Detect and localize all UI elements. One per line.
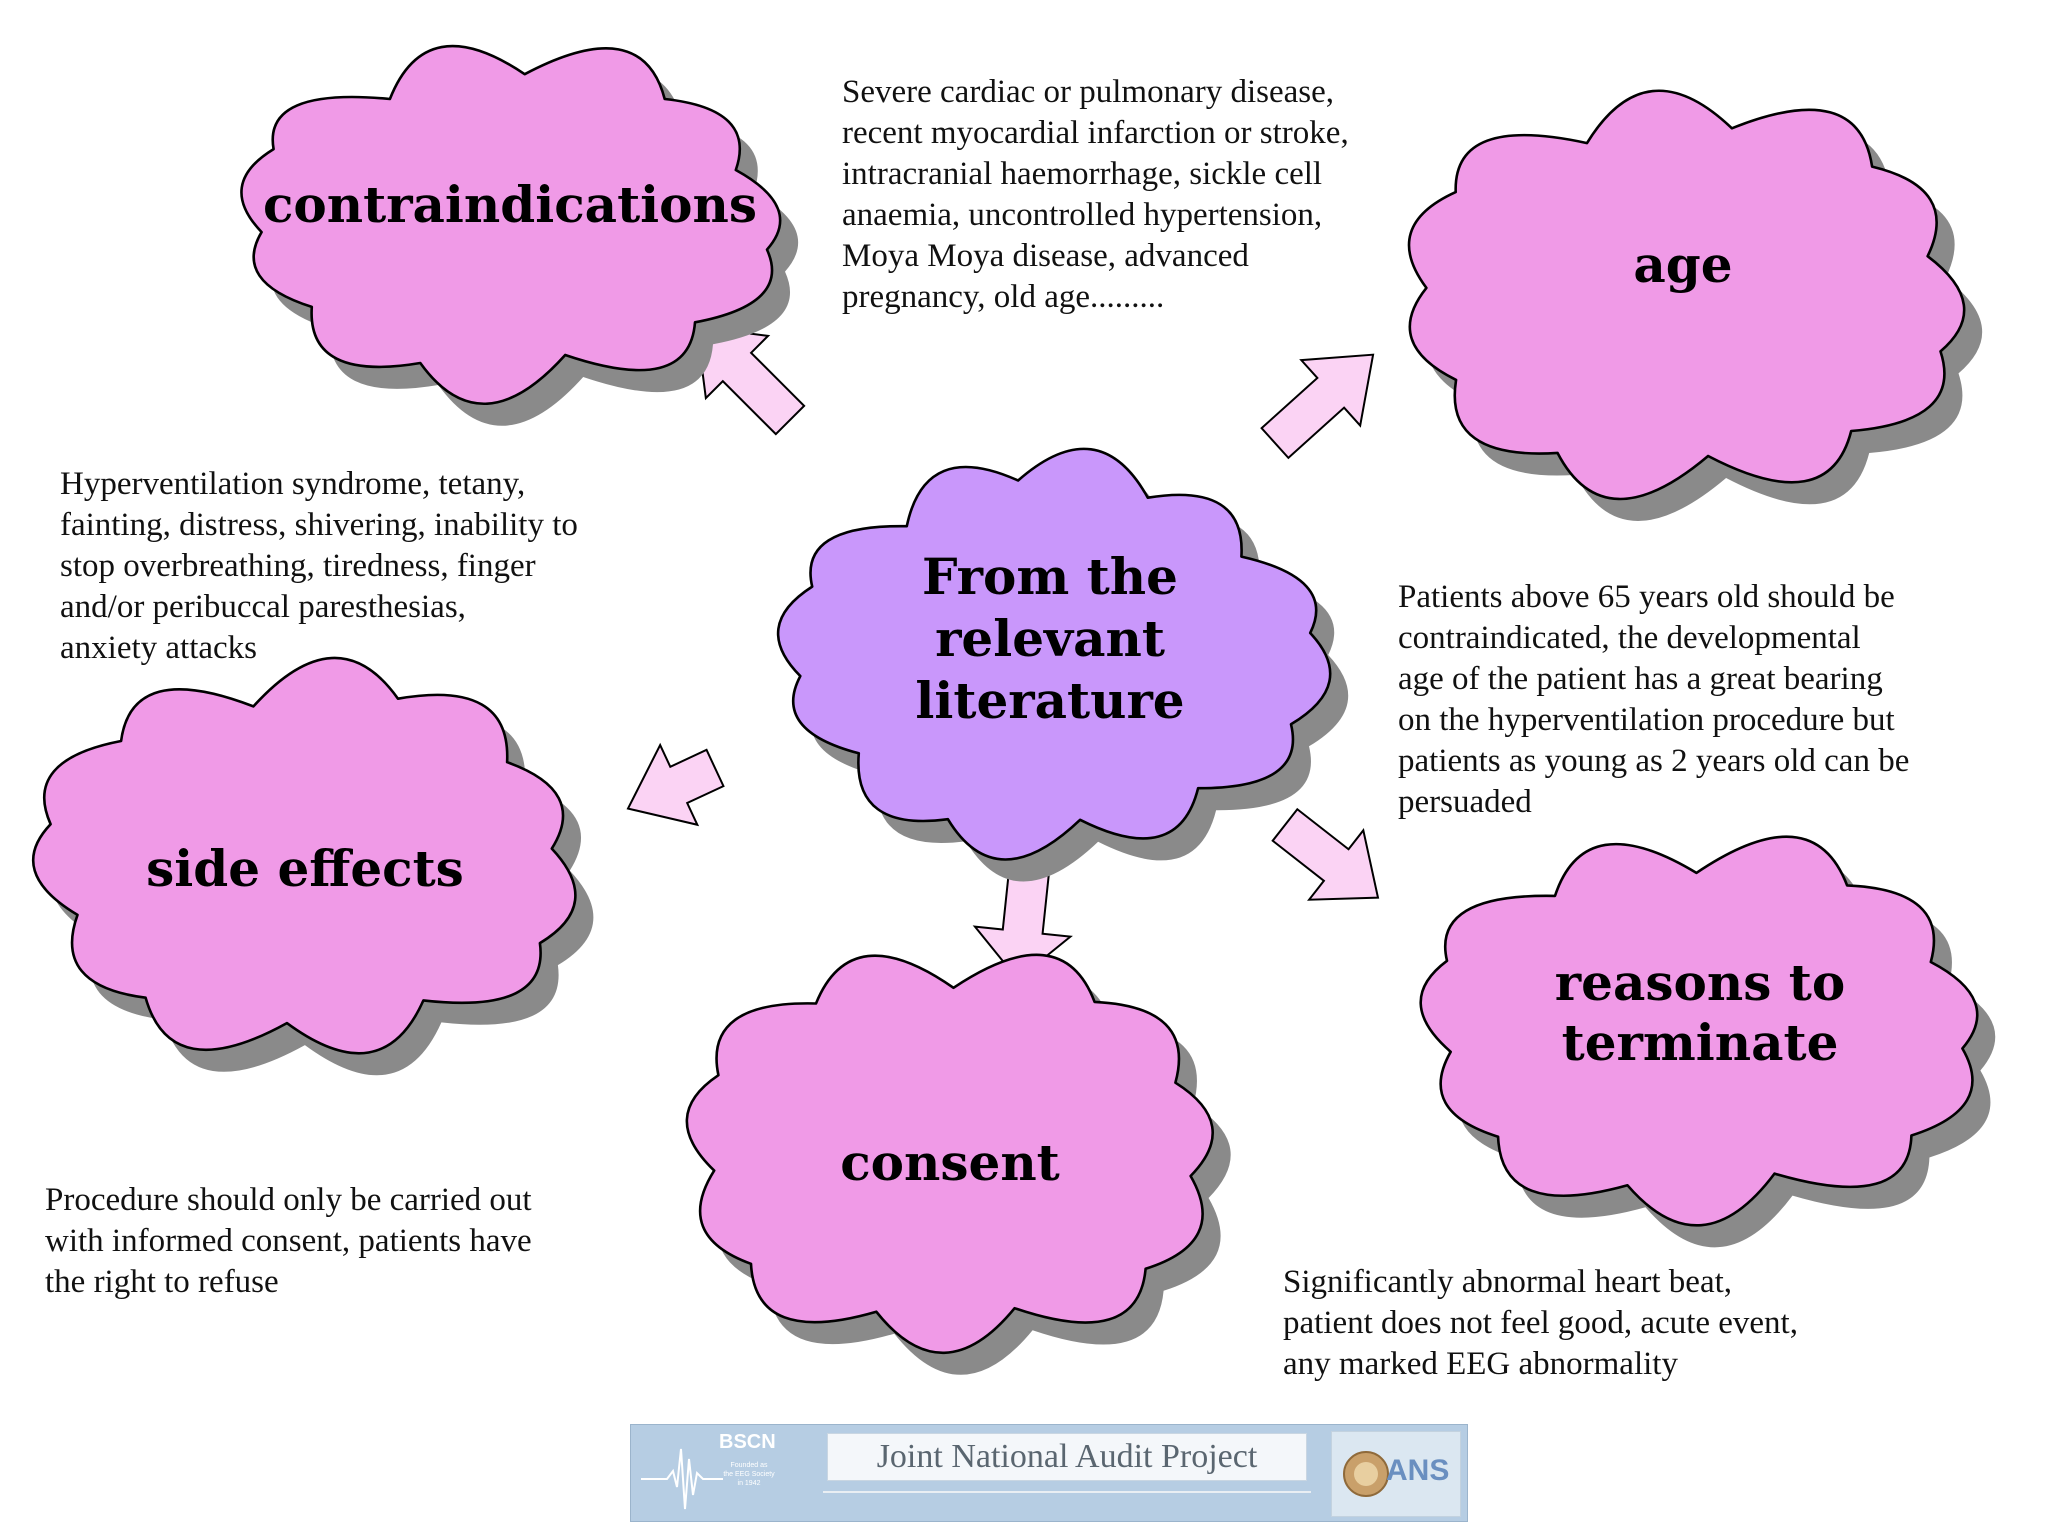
title-underline (823, 1491, 1311, 1493)
bscn-subtext: Founded as the EEG Society in 1942 (723, 1462, 775, 1487)
consent-cloud-shape (685, 953, 1214, 1355)
contraindications-cloud-shape (240, 44, 782, 406)
contraindications-description: Severe cardiac or pulmonary disease, rec… (842, 74, 1349, 315)
side-effects-cloud-label: side effects (146, 839, 464, 898)
ans-emblem-icon (1343, 1451, 1389, 1497)
center-cloud-label: literature (915, 671, 1184, 730)
reasons-to-terminate-description: Significantly abnormal heart beat, patie… (1283, 1264, 1798, 1382)
footer-banner: BSCN Founded as the EEG Society in 1942 … (630, 1424, 1468, 1522)
consent-description: Procedure should only be carried out wit… (45, 1182, 532, 1300)
clouds: contraindications age side effects consent r… (31, 44, 1996, 1375)
age-description: Patients above 65 years old should be co… (1398, 579, 1910, 820)
consent-cloud: consent (685, 953, 1231, 1375)
project-title: Joint National Audit Project (876, 1438, 1258, 1475)
project-title-box: Joint National Audit Project (827, 1433, 1307, 1481)
reasons-to-terminate-cloud-label: terminate (1562, 1013, 1839, 1072)
reasons-to-terminate-cloud-shape (1419, 835, 1979, 1227)
center-cloud-label: relevant (935, 609, 1165, 668)
arrow-to-side-effects (626, 742, 725, 827)
center-cloud-shape (776, 447, 1332, 861)
reasons-to-terminate-cloud-label: reasons to (1555, 953, 1845, 1012)
age-cloud-label: age (1633, 235, 1732, 294)
consent-cloud-label: consent (840, 1133, 1060, 1192)
arrows (626, 325, 1380, 981)
side-effects-cloud: side effects (31, 656, 594, 1076)
side-effects-cloud-shape (31, 656, 577, 1055)
age-cloud-shape (1407, 89, 1966, 501)
eeg-wave-logo (641, 1448, 723, 1510)
age-cloud: age (1407, 89, 1983, 521)
arrow-to-reasons-to-terminate (1271, 807, 1380, 901)
bscn-label: BSCN (719, 1431, 776, 1453)
ans-label: ANS (1386, 1454, 1450, 1487)
contraindications-cloud: contraindications (240, 44, 799, 426)
contraindications-cloud-label: contraindications (263, 175, 757, 234)
ans-logo: ANS (1331, 1431, 1461, 1517)
center-cloud-label: From the (922, 547, 1178, 606)
arrow-to-age (1260, 353, 1375, 460)
side-effects-description: Hyperventilation syndrome, tetany, faint… (60, 466, 578, 666)
